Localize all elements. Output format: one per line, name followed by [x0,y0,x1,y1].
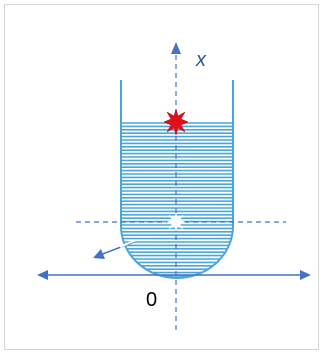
figure-frame [4,4,319,350]
vertical-axis-arrowhead [171,42,181,54]
horizontal-axis-right-arrowhead [300,270,311,280]
origin-label: 0 [146,289,157,311]
horizontal-axis-left-arrowhead [37,270,48,280]
direction-arrowhead [93,249,105,259]
red-particle-icon [163,108,189,136]
white-particle-icon [166,212,186,232]
liquid-fill [121,122,233,277]
direction-arrow-tail [119,239,137,248]
x-axis-label: x [195,49,207,71]
